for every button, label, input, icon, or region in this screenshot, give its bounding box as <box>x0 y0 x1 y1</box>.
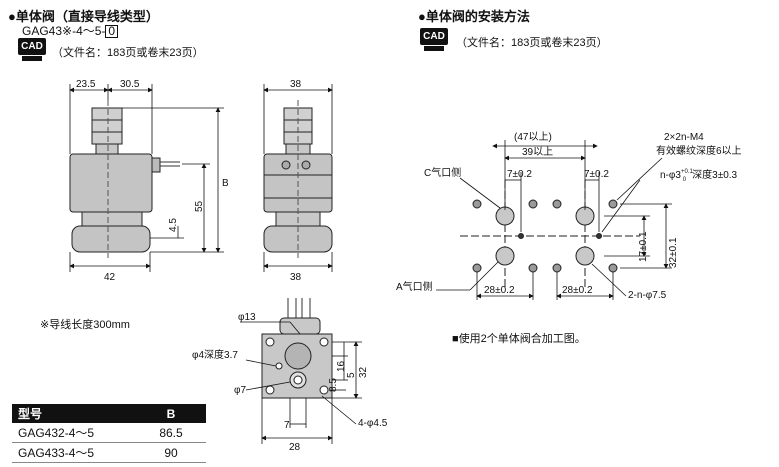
dim-B: B <box>222 178 229 189</box>
table-cell-model: GAG432-4～5 <box>12 423 136 443</box>
table-header: 型号 <box>12 404 136 423</box>
a-port-label: A气口侧 <box>396 280 433 293</box>
dim-phi3-pre: n-φ3 <box>660 170 681 181</box>
table-header: B <box>136 404 206 423</box>
dim-5: 5 <box>346 372 357 378</box>
table-cell-b: 86.5 <box>136 423 206 443</box>
dim-phi4-depth: φ4深度3.7 <box>192 348 238 361</box>
left-file-note: （文件名：183页或卷末23页） <box>52 47 204 59</box>
dim-7pm-left: 7±0.2 <box>507 169 532 180</box>
dim-4-5: 4.5 <box>168 218 179 232</box>
table-cell-model: GAG433-4～5 <box>12 442 136 463</box>
dim-phi7-5: 2-n-φ7.5 <box>628 290 667 301</box>
dim-m4-line1: 2×2n-M4 <box>664 132 704 143</box>
dim-47: (47以上) <box>514 131 552 143</box>
dim-7: 7 <box>284 420 290 431</box>
dim-28pm-left: 28±0.2 <box>484 285 515 296</box>
c-port-label: C气口侧 <box>424 166 461 179</box>
side-dims <box>263 84 333 272</box>
bottom-view <box>261 298 333 399</box>
dim-16: 16 <box>336 360 347 372</box>
dim-4-phi4-5: 4-φ4.5 <box>358 418 388 429</box>
dim-28pm-right: 28±0.2 <box>562 285 593 296</box>
side-view <box>263 100 333 258</box>
dim-phi3-post: 深度3±0.3 <box>692 168 737 181</box>
dim-32: 32 <box>358 366 369 378</box>
bottom-dims <box>240 321 362 444</box>
dim-phi13: φ13 <box>238 312 256 323</box>
right-file-note: （文件名：183页或卷末23页） <box>456 37 608 49</box>
dim-8-5: 8.5 <box>328 378 339 392</box>
front-view <box>69 100 180 258</box>
wire-length-note: ※导线长度300mm <box>40 319 130 331</box>
model-prefix: GAG43※-4～5- <box>22 24 106 38</box>
table-cell-b: 90 <box>136 442 206 463</box>
dim-17pm: 17±0.1 <box>638 231 649 262</box>
install-note: ■使用2个单体阀合加工图。 <box>452 333 586 345</box>
dim-30-5: 30.5 <box>120 79 140 90</box>
spec-table: 型号 B GAG432-4～5 86.5 GAG433-4～5 90 <box>12 404 206 463</box>
model-boxed-digit: 0 <box>105 25 119 38</box>
dim-phi3-sub: 0 <box>683 177 687 183</box>
dim-phi3-sup: +0.1 <box>681 169 694 175</box>
dim-phi3: n-φ3+0.1 0 深度3±0.3 <box>660 168 738 183</box>
dim-phi7: φ7 <box>234 385 246 396</box>
dim-42: 42 <box>104 272 116 283</box>
dim-7pm-right: 7±0.2 <box>584 169 609 180</box>
dim-38-bottom: 38 <box>290 272 302 283</box>
dim-55: 55 <box>194 200 205 212</box>
table-row: GAG433-4～5 90 <box>12 442 206 463</box>
dim-39: 39以上 <box>522 146 553 158</box>
pattern-dims <box>436 140 672 300</box>
dim-38-top: 38 <box>290 79 302 90</box>
dim-23-5: 23.5 <box>76 79 96 90</box>
dim-32pm: 32±0.1 <box>668 237 679 268</box>
mounting-pattern <box>460 180 640 290</box>
table-header-row: 型号 B <box>12 404 206 423</box>
cad-icon[interactable]: CAD <box>18 38 46 62</box>
table-row: GAG432-4～5 86.5 <box>12 423 206 443</box>
front-dims <box>69 84 224 272</box>
dim-28: 28 <box>289 442 301 453</box>
model-code: GAG43※-4～5-0 <box>22 22 119 39</box>
dim-m4-line2: 有效螺纹深度6以上 <box>656 144 742 157</box>
right-section-title: ●单体阀的安装方法 <box>418 9 530 24</box>
cad-icon[interactable]: CAD <box>420 28 448 52</box>
left-section-title: ●单体阀（直接导线类型） <box>8 9 159 24</box>
